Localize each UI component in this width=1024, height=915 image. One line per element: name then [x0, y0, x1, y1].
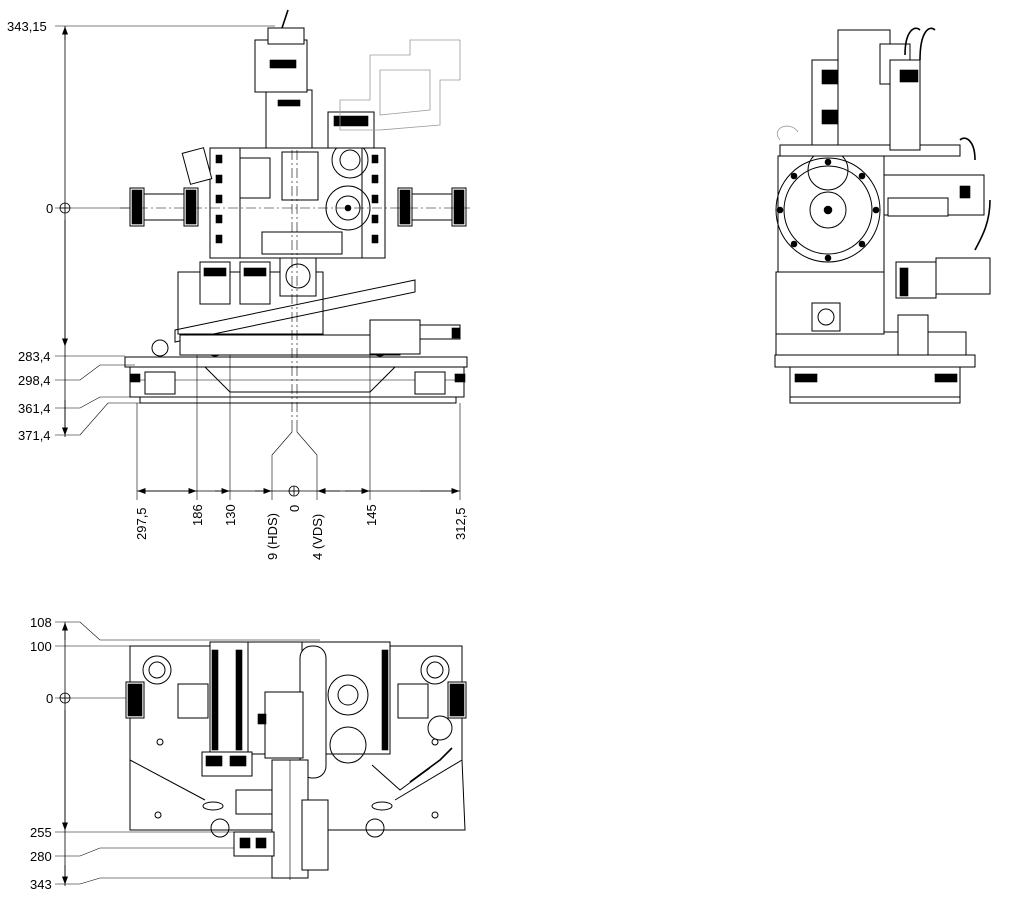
dim-312-5: 312,5: [453, 507, 468, 540]
side-view: [774, 27, 991, 404]
dim-186: 186: [190, 504, 205, 526]
dim-130: 130: [223, 504, 238, 526]
dim-371-4: 371,4: [18, 428, 51, 443]
dim-4-vds: 4 (VDS): [310, 514, 325, 560]
dim-0-top: 0: [46, 691, 53, 706]
dim-343: 343: [30, 877, 52, 892]
dim-108: 108: [30, 615, 52, 630]
dim-298-4: 298,4: [18, 373, 51, 388]
front-view: 343,15 0 283,4 298,4 361,4 371,4 297,5 1…: [7, 9, 470, 560]
dim-297-5: 297,5: [134, 507, 149, 540]
top-view: 108 100 0 255 280 343: [30, 615, 467, 892]
dim-100: 100: [30, 639, 52, 654]
dim-255: 255: [30, 825, 52, 840]
dim-283-4: 283,4: [18, 349, 51, 364]
dim-361-4: 361,4: [18, 401, 51, 416]
dim-280: 280: [30, 849, 52, 864]
dim-9-hds: 9 (HDS): [265, 513, 280, 560]
dim-145: 145: [364, 504, 379, 526]
dim-343-15: 343,15: [7, 19, 47, 34]
dim-0-front: 0: [46, 201, 53, 216]
dim-0-horizontal: 0: [287, 505, 302, 512]
